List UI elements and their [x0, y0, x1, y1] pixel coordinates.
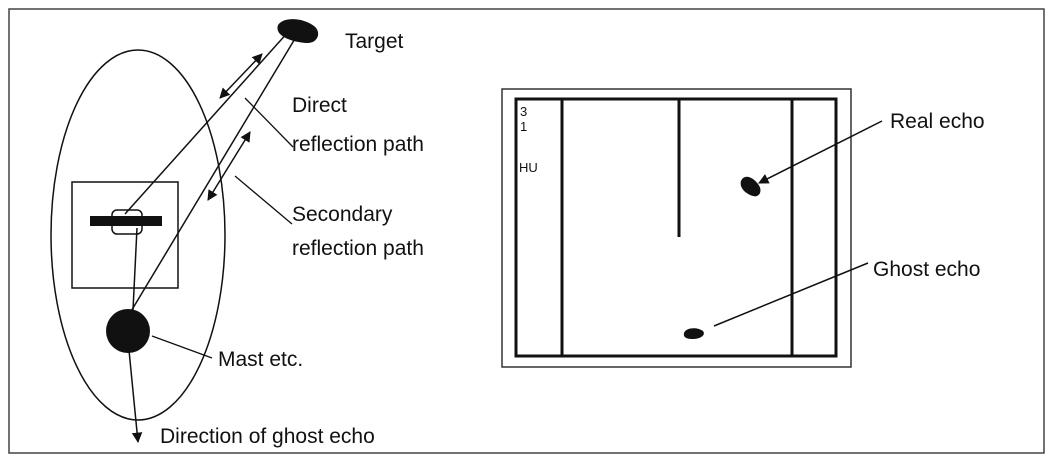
secondary-path-line-mast: [132, 227, 138, 311]
target-label: Target: [345, 30, 404, 53]
secondary-path-line-up: [129, 36, 297, 314]
bridge-square: [71, 181, 179, 289]
target-blob: [277, 19, 319, 44]
real-echo-label: Real echo: [890, 110, 985, 133]
range-top-readout: 3: [520, 104, 527, 119]
ghost-echo-label: Ghost echo: [873, 258, 980, 281]
ghost-direction-label: Direction of ghost echo: [160, 425, 375, 448]
range-bottom-readout: 1: [520, 119, 527, 134]
ghost-echo-blob: [683, 328, 704, 339]
mast-leader-line: [151, 335, 213, 359]
ship-outline: [50, 49, 226, 421]
direct-path-arrow: [219, 53, 263, 99]
mast-circle: [106, 309, 150, 353]
direct-label-line1: Direct: [292, 94, 347, 117]
real-echo-blob: [740, 176, 761, 197]
ghost-echo-leader-line: [713, 262, 869, 327]
secondary-label-line2: reflection path: [292, 237, 424, 260]
direct-path-line: [124, 30, 290, 215]
radar-display-screen: [514, 97, 838, 358]
direct-leader-line: [244, 97, 294, 148]
outer-frame: [8, 8, 1045, 454]
radar-antenna: [90, 216, 162, 226]
real-echo-arrow: [758, 120, 883, 184]
secondary-label-line1: Secondary: [292, 203, 393, 226]
secondary-path-arrow: [207, 131, 251, 201]
direct-label-line2: reflection path: [292, 133, 424, 156]
radar-display-bezel: [501, 88, 852, 368]
mode-readout: HU: [519, 160, 538, 175]
secondary-leader-line: [234, 175, 293, 225]
mast-label: Mast etc.: [218, 348, 303, 371]
